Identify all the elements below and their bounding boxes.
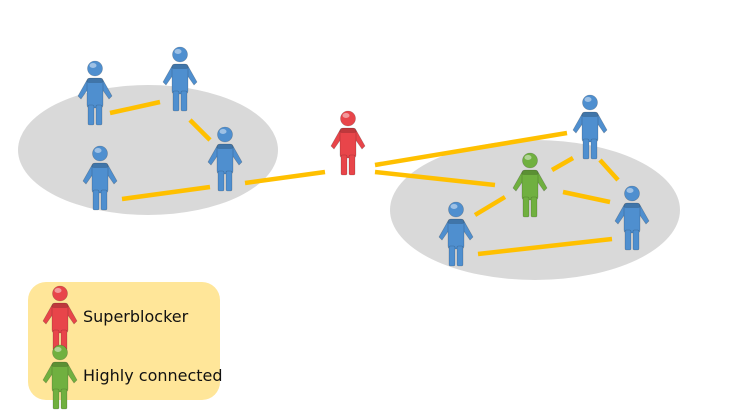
person-icon xyxy=(614,185,650,251)
link-line xyxy=(374,169,496,188)
people xyxy=(42,46,650,410)
legend-highly-connected-icon xyxy=(42,344,78,410)
legend-superblocker-label: Superblocker xyxy=(83,307,189,326)
link-line xyxy=(562,189,611,205)
link-line xyxy=(550,156,575,172)
link-line xyxy=(244,169,326,186)
link-line xyxy=(109,99,161,116)
link-line xyxy=(598,158,620,182)
links xyxy=(109,99,620,257)
person-icon xyxy=(77,60,113,126)
link-line xyxy=(473,195,507,217)
link-line xyxy=(121,184,211,202)
legend-highly-connected-label: Highly connected xyxy=(83,366,223,385)
person-icon xyxy=(207,126,243,192)
link-line xyxy=(477,236,613,257)
legend-superblocker-icon xyxy=(42,285,78,351)
link-line xyxy=(188,118,212,142)
link-line xyxy=(374,130,568,168)
legend-box xyxy=(28,282,220,400)
person-icon xyxy=(82,145,118,211)
person-icon xyxy=(572,94,608,160)
superblocker-person-icon xyxy=(330,110,366,176)
person-icon xyxy=(162,46,198,112)
highly-connected-person-icon xyxy=(512,152,548,218)
person-icon xyxy=(438,201,474,267)
left-cluster xyxy=(18,85,278,215)
